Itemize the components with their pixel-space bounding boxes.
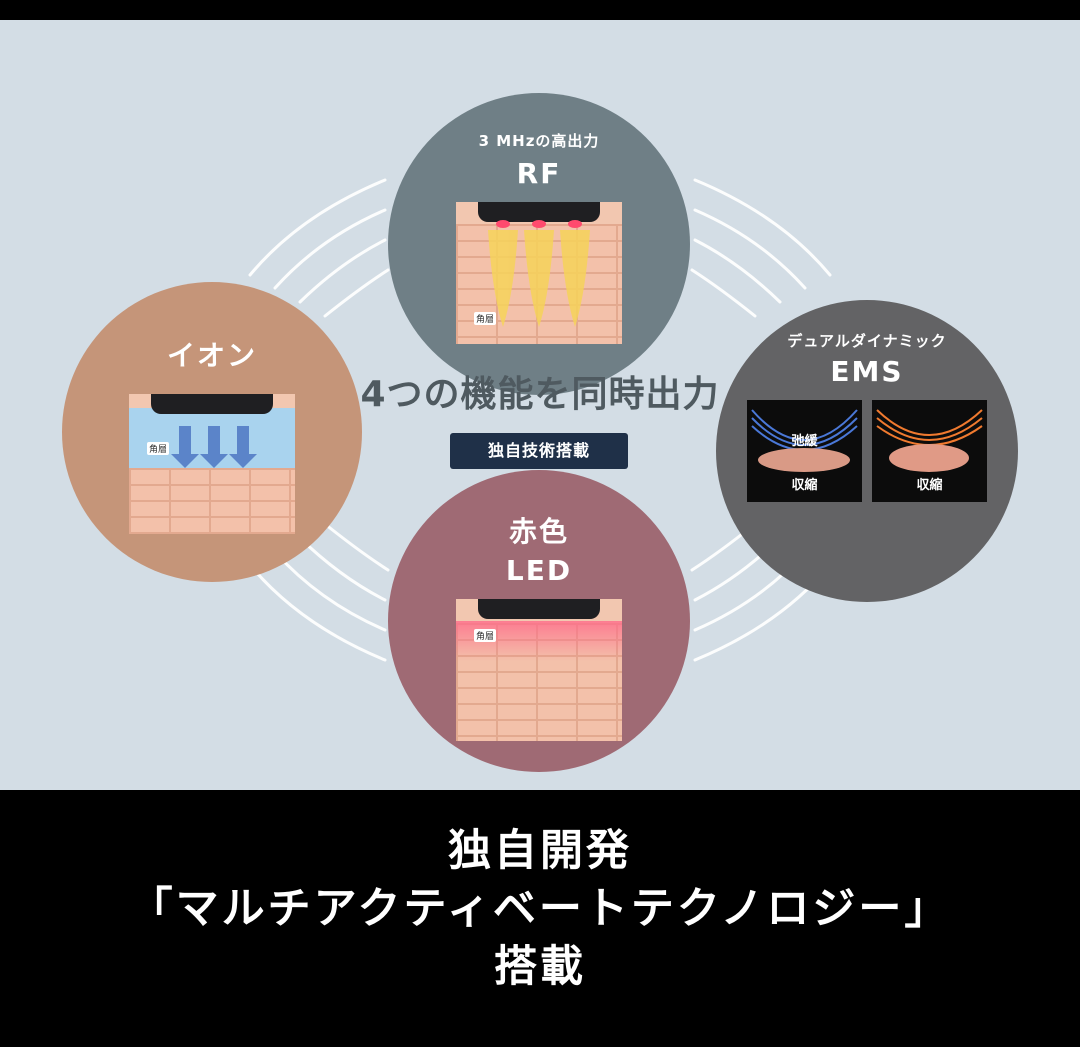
led-circle: 赤色 LED 角層 (388, 470, 690, 772)
ion-circle: イオン 角層 (62, 282, 362, 582)
rf-circle: 3 MHzの高出力 RF 角層 (388, 93, 690, 395)
footer-banner: 独自開発 「マルチアクティベートテクノロジー」 搭載 (0, 790, 1080, 1047)
ems-contract-label: 収縮 (791, 478, 818, 493)
skin-tag: 角層 (147, 442, 170, 455)
footer-line-3: 搭載 (494, 942, 586, 992)
ems-title: EMS (830, 355, 904, 388)
ems-illustrations: 弛緩 収縮 収縮 (747, 400, 987, 502)
led-illustration: 角層 (456, 599, 622, 741)
led-title-line2: LED (505, 554, 573, 587)
rf-illustration: 角層 (456, 202, 622, 344)
rf-title: RF (516, 157, 562, 190)
ems-subtitle: デュアルダイナミック (787, 332, 947, 350)
skin-layer (129, 468, 295, 534)
device-head-icon (478, 599, 600, 619)
ion-illustration: 角層 (129, 394, 295, 534)
ems-relax-label: 弛緩 (791, 434, 818, 449)
skin-tag: 角層 (474, 629, 497, 642)
skin-tag: 角層 (474, 312, 497, 325)
rf-wave-icon (488, 230, 590, 327)
led-title-line1: 赤色 (508, 515, 569, 548)
footer-line-2: 「マルチアクティベートテクノロジー」 (129, 884, 951, 934)
ems-contract-panel: 収縮 (872, 400, 987, 502)
footer-line-1: 独自開発 (448, 826, 632, 876)
ion-title: イオン (166, 339, 257, 372)
ems-contract-label: 収縮 (916, 478, 943, 493)
ems-circle: デュアルダイナミック EMS 弛緩 収縮 (716, 300, 1018, 602)
device-head-icon (478, 202, 600, 222)
technology-badge: 独自技術搭載 (450, 433, 628, 469)
ems-arc-icon (751, 409, 858, 472)
down-arrow-icon (171, 426, 257, 468)
feature-diagram: 3 MHzの高出力 RF 角層 イオン (0, 20, 1080, 790)
device-head-icon (151, 394, 273, 414)
ems-relax-panel: 弛緩 収縮 (747, 400, 862, 502)
center-title: 4つの機能を同時出力 (360, 374, 720, 415)
ems-arc-icon (876, 409, 983, 472)
rf-subtitle: 3 MHzの高出力 (478, 132, 600, 150)
